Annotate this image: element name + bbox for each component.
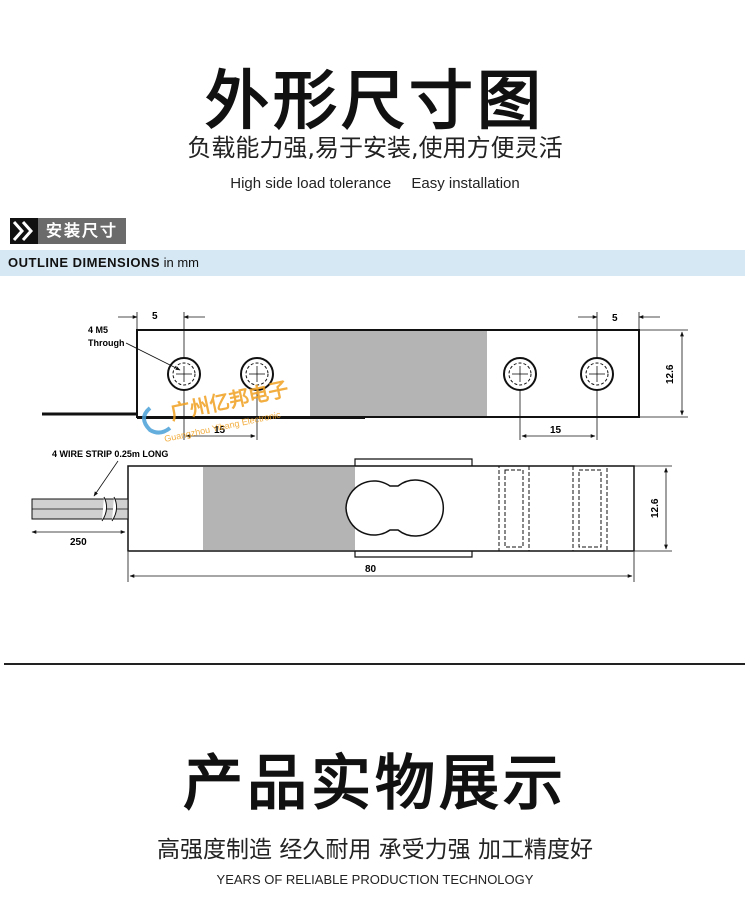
hole-note-2: Through bbox=[88, 338, 125, 348]
double-chevron-icon bbox=[10, 218, 38, 244]
section-tag-label: 安装尺寸 bbox=[38, 218, 127, 244]
section-divider bbox=[4, 663, 745, 665]
subtitle-en: High side load tolerance Easy installati… bbox=[0, 175, 750, 192]
hole-3 bbox=[503, 357, 537, 391]
subtitle-cn: 负载能力强,易于安装,使用方便灵活 bbox=[187, 134, 563, 162]
dimension-drawing: 5 5 4 M5 Through 15 15 12.6 广州亿邦电子 Guang… bbox=[31, 311, 688, 582]
thread-hole-1 bbox=[498, 465, 530, 552]
watermark-logo-icon bbox=[142, 406, 172, 435]
side-gauge-area bbox=[203, 467, 355, 550]
binocular-cutout bbox=[345, 479, 444, 537]
dim-15-left: 15 bbox=[214, 425, 226, 436]
outline-banner-text: OUTLINE DIMENSIONS in mm bbox=[8, 255, 199, 270]
banner-bold: OUTLINE DIMENSIONS bbox=[8, 255, 161, 270]
hole-1 bbox=[167, 357, 201, 391]
dim-12-6-top: 12.6 bbox=[665, 364, 676, 384]
side-view: 4 WIRE STRIP 0.25m LONG 250 80 12.6 bbox=[31, 449, 672, 582]
banner-unit: in mm bbox=[160, 255, 200, 270]
hole-4 bbox=[580, 357, 614, 391]
dim-5-right: 5 bbox=[612, 313, 618, 324]
top-view: 5 5 4 M5 Through 15 15 12.6 bbox=[42, 311, 688, 440]
dim-80: 80 bbox=[365, 564, 377, 575]
top-gauge-area bbox=[310, 331, 487, 416]
dim-250: 250 bbox=[70, 537, 87, 548]
footer-subtitle-cn: 高强度制造 经久耐用 承受力强 加工精度好 bbox=[157, 837, 593, 863]
dim-15-right: 15 bbox=[550, 425, 562, 436]
feature-easy-install: Easy installation bbox=[411, 175, 520, 192]
footer-title: 产品实物展示 bbox=[183, 749, 567, 819]
footer-subtitle-en: YEARS OF RELIABLE PRODUCTION TECHNOLOGY bbox=[216, 872, 534, 887]
dim-5-left: 5 bbox=[152, 311, 158, 322]
wire-note: 4 WIRE STRIP 0.25m LONG bbox=[52, 449, 168, 459]
dim-12-6-bottom: 12.6 bbox=[650, 498, 661, 518]
page-title: 外形尺寸图 bbox=[205, 65, 545, 139]
thread-hole-2 bbox=[572, 465, 608, 552]
section-tag: 安装尺寸 bbox=[10, 218, 127, 244]
feature-side-load: High side load tolerance bbox=[230, 175, 392, 192]
wire-break-icon bbox=[101, 496, 118, 522]
hole-note-1: 4 M5 bbox=[88, 325, 108, 335]
outline-banner bbox=[0, 250, 745, 276]
